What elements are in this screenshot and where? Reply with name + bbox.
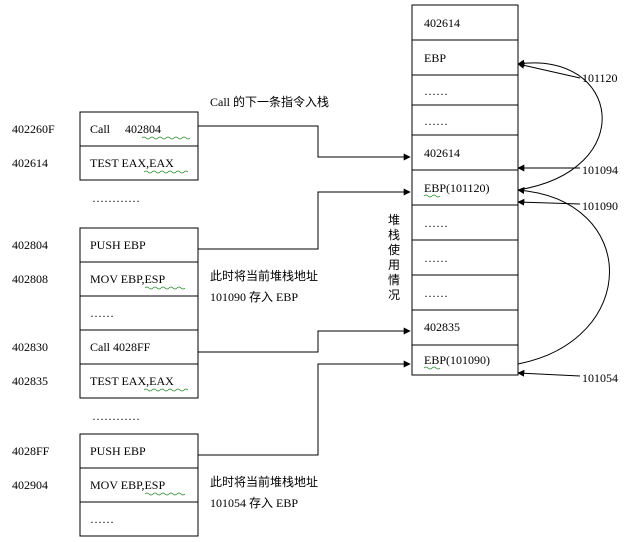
pointer-101120 (517, 61, 581, 79)
instruction-text: Call 402804 (90, 122, 161, 136)
instruction-text: PUSH EBP (90, 238, 146, 252)
pointer-101054 (517, 369, 581, 377)
stack-cell-text: EBP(101090) (424, 353, 490, 367)
ellipsis-text: ………… (92, 191, 140, 205)
instruction-text: MOV EBP,ESP (90, 272, 165, 286)
stack-address-label: 101054 (582, 371, 618, 385)
addr-label: 402804 (12, 238, 48, 252)
return-address-push-arrow-2 (198, 327, 411, 353)
stack-cell-text: 402614 (424, 146, 460, 160)
stack-cell-text: …… (424, 84, 448, 98)
instruction-text: Call 4028FF (90, 340, 151, 354)
pointer-101090 (517, 198, 581, 206)
stack-cell (411, 104, 519, 136)
addr-label: 402830 (12, 340, 48, 354)
ebp-save-note-2-line2: 101054 存入 EBP (210, 496, 298, 510)
push-ebp-arrow-1 (198, 188, 411, 250)
addr-label: 402260F (12, 122, 55, 136)
addr-label: 402808 (12, 272, 48, 286)
stack-title-char: 情 (388, 273, 400, 287)
stack-address-label: 101090 (582, 199, 618, 213)
stack-title-char: 堆 (388, 213, 400, 227)
stack-address-label: 101094 (582, 163, 618, 177)
stack-title-char: 况 (388, 288, 400, 302)
stack-cell-text: EBP (424, 51, 446, 65)
stack-cell-text: …… (424, 286, 448, 300)
push-ebp-arrow-2 (198, 360, 411, 456)
spellcheck-underline (423, 194, 441, 198)
stack-cell (411, 39, 519, 76)
stack-cell-text: …… (424, 216, 448, 230)
stack-cell (411, 169, 519, 206)
return-address-push-arrow (198, 125, 411, 161)
stack-cell (411, 274, 519, 311)
code-group-1: 402260F Call 402804 402614 TEST EAX,EAX … (12, 111, 199, 205)
instruction-text: TEST EAX,EAX (90, 156, 174, 170)
instruction-text: …… (90, 512, 114, 526)
spellcheck-underline (141, 136, 191, 140)
stack-cell-text: …… (424, 251, 448, 265)
instruction-text: TEST EAX,EAX (90, 374, 174, 388)
saved-ebp-chain-arrow-2 (517, 187, 610, 365)
code-cell-402830 (79, 329, 199, 365)
stack-title-char: 栈 (388, 227, 400, 242)
code-cell-402808 (79, 261, 199, 297)
spellcheck-underline (143, 388, 189, 392)
stack-cell-text: EBP(101120) (424, 181, 490, 195)
saved-ebp-chain-arrow-1 (517, 59, 603, 191)
stack-column: 402614 EBP …… …… 402614 EBP(101120) …… …… (411, 4, 519, 376)
code-cell-402804 (79, 227, 199, 263)
stack-cell (411, 309, 519, 346)
addr-label: 402835 (12, 374, 48, 388)
ellipsis-text: ………… (92, 409, 140, 423)
spellcheck-underline (423, 366, 441, 370)
instruction-text: PUSH EBP (90, 444, 146, 458)
spellcheck-underline (144, 286, 186, 290)
addr-label: 402904 (12, 478, 48, 492)
code-cell-402260f (79, 111, 199, 147)
stack-address-label: 101120 (582, 71, 618, 85)
stack-title-char: 用 (388, 258, 400, 272)
code-cell-402614 (79, 145, 199, 181)
ebp-save-note-2-line1: 此时将当前堆栈地址 (210, 474, 318, 489)
stack-cell (411, 204, 519, 241)
code-cell-4028ff (79, 433, 199, 469)
code-group-2: 402804 PUSH EBP 402808 MOV EBP,ESP …… 40… (12, 227, 199, 423)
spellcheck-underline (144, 492, 186, 496)
code-group-3: 4028FF PUSH EBP 402904 MOV EBP,ESP …… (12, 433, 199, 537)
stack-cell (411, 344, 519, 376)
code-cell-ellipsis (79, 501, 199, 537)
instruction-text: MOV EBP,ESP (90, 478, 165, 492)
addr-label: 4028FF (12, 444, 50, 458)
stack-usage-title: 堆栈使用情况 (388, 213, 400, 302)
code-cell-402835 (79, 363, 199, 399)
stack-title-char: 使 (388, 242, 400, 257)
call-push-note: Call 的下一条指令入栈 (210, 94, 329, 109)
stack-cell-text: 402835 (424, 320, 460, 334)
ebp-save-note-1-line2: 101090 存入 EBP (210, 290, 298, 304)
stack-cell (411, 4, 519, 41)
stack-cell-text: 402614 (424, 16, 460, 30)
stack-cell-text: …… (424, 114, 448, 128)
addr-label: 402614 (12, 156, 48, 170)
stack-cell (411, 239, 519, 276)
ebp-save-note-1-line1: 此时将当前堆栈地址 (210, 268, 318, 283)
instruction-text: …… (90, 306, 114, 320)
spellcheck-underline (143, 170, 189, 174)
